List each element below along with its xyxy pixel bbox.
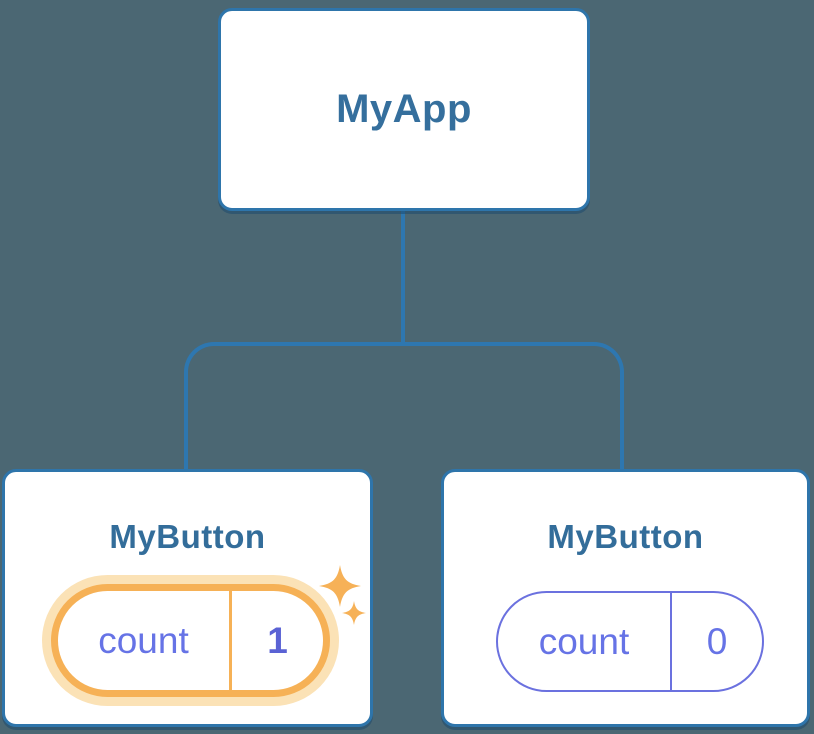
node-mybutton-right: MyButton count 0 xyxy=(441,469,810,727)
component-name: MyButton xyxy=(109,518,266,555)
sparkle-icon xyxy=(319,565,361,607)
state-value: 0 xyxy=(706,620,728,662)
connector-stem xyxy=(401,209,405,346)
component-name: MyButton xyxy=(547,518,704,555)
sparkle-icon xyxy=(342,601,366,625)
connector-bracket xyxy=(184,342,624,470)
component-name: MyApp xyxy=(336,87,472,131)
state-value: 1 xyxy=(267,619,288,661)
state-key: count xyxy=(58,591,232,690)
state-pill-highlighted: count 1 xyxy=(51,584,330,697)
state-pill: count 0 xyxy=(496,591,764,692)
node-mybutton-left: MyButton count 1 xyxy=(2,469,373,727)
node-myapp: MyApp xyxy=(218,8,590,211)
state-key: count xyxy=(498,593,672,690)
